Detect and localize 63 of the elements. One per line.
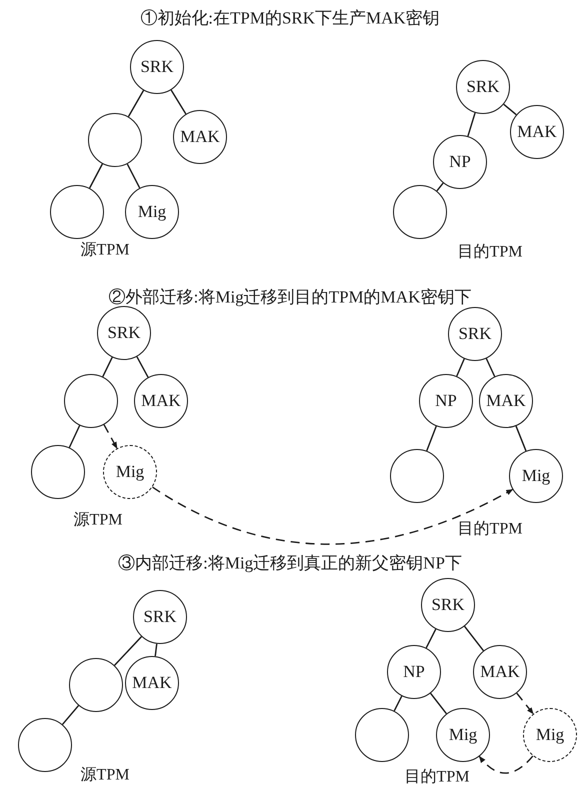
migration-arrow <box>103 424 118 449</box>
tree-line <box>515 426 527 452</box>
key-circle: Mig <box>125 185 179 239</box>
key-circle: Mig <box>436 708 490 762</box>
key-circle: SRK <box>97 306 151 360</box>
empty-circle <box>31 445 85 499</box>
empty-circle <box>18 718 72 772</box>
tree-line <box>136 356 149 378</box>
key-circle: MAK <box>510 105 564 159</box>
key-circle: SRK <box>456 60 510 114</box>
tree-line <box>128 90 144 117</box>
tree-line <box>430 692 447 714</box>
tree-line <box>62 705 80 725</box>
key-circle: SRK <box>421 578 475 632</box>
key-circle: MAK <box>125 656 179 710</box>
tree-line <box>456 358 465 376</box>
tree-line <box>114 636 142 666</box>
key-circle: NP <box>419 374 473 428</box>
tree-line <box>154 644 158 656</box>
key-circle: MAK <box>473 645 527 699</box>
key-circle: Mig <box>523 708 577 762</box>
tree-line <box>126 164 140 188</box>
tpm-label: 目的TPM <box>458 520 522 540</box>
empty-circle <box>50 185 104 239</box>
key-circle: MAK <box>173 110 227 164</box>
key-circle: Mig <box>509 449 563 503</box>
tree-line <box>467 112 476 136</box>
tpm-label: 源TPM <box>80 766 130 786</box>
key-circle: NP <box>387 645 441 699</box>
tree-line <box>88 164 104 188</box>
tpm-label: 目的TPM <box>404 768 470 788</box>
empty-circle <box>64 374 118 428</box>
tree-line <box>503 104 517 116</box>
tree-line <box>394 696 402 712</box>
tree-line <box>426 426 437 452</box>
migration-arrow <box>478 755 534 774</box>
empty-circle <box>393 185 447 239</box>
section-heading: ②外部迁移:将Mig迁移到目的TPM的MAK密钥下 <box>108 286 472 308</box>
tpm-label: 源TPM <box>80 240 130 260</box>
key-circle: Mig <box>103 445 157 499</box>
tree-line <box>486 358 496 377</box>
tpm-label: 目的TPM <box>458 242 522 262</box>
section-heading: ①初始化:在TPM的SRK下生产MAK密钥 <box>140 8 440 30</box>
section-heading: ③内部迁移:将Mig迁移到真正的新父密钥NP下 <box>118 552 462 574</box>
key-circle: NP <box>433 135 487 189</box>
tree-line <box>426 628 436 648</box>
key-circle: MAK <box>134 374 188 428</box>
migration-arrow <box>152 486 514 545</box>
tree-line <box>102 356 113 378</box>
empty-circle <box>355 708 409 762</box>
tree-line <box>170 90 186 114</box>
empty-circle <box>88 113 142 167</box>
key-circle: SRK <box>130 40 184 94</box>
key-circle: SRK <box>448 307 502 361</box>
tree-line <box>464 626 484 652</box>
key-circle: SRK <box>133 590 187 644</box>
tpm-label: 源TPM <box>74 510 122 530</box>
empty-circle <box>69 658 123 712</box>
empty-circle <box>390 449 444 503</box>
migration-arrow <box>516 692 534 714</box>
tree-line <box>436 182 444 192</box>
key-circle: MAK <box>479 374 533 428</box>
tree-line <box>68 425 80 448</box>
